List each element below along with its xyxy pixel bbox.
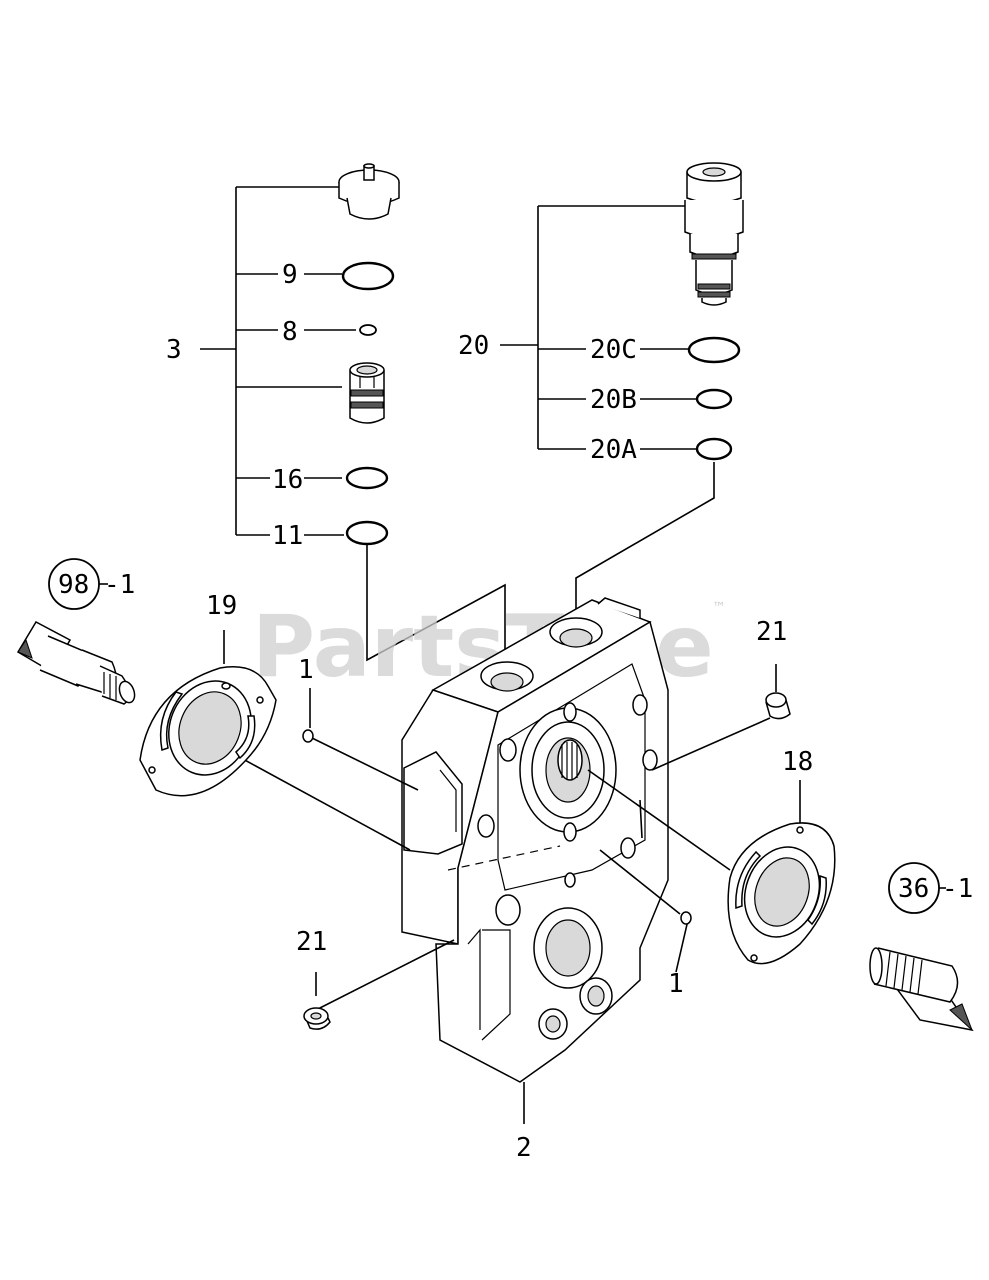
dowel-pin-1-left [302,729,314,743]
o-ring-8-part [359,324,377,336]
plug-21-left [303,1007,331,1030]
callout-11: 11 [272,521,303,551]
callout-1-right: 1 [668,969,684,999]
callout-36-suffix: -1 [942,874,973,904]
callout-9: 9 [282,260,298,290]
callout-20A: 20A [590,435,637,465]
plug-21-top [765,692,791,720]
callout-3: 3 [166,335,182,365]
callout-8: 8 [282,317,298,347]
callout-21-top: 21 [756,617,787,647]
callout-98-suffix: -1 [104,570,135,600]
callout-circle-98 [48,558,108,610]
callout-1-left: 1 [298,655,314,685]
o-ring-20B-part [695,388,733,410]
leader-lines [223,630,801,1124]
callout-20C: 20C [590,335,637,365]
dowel-pin-1-right [680,911,692,925]
valve-group-20 [500,162,744,612]
o-ring-16-part [345,466,389,490]
callout-98-ref: 98 [58,570,89,600]
trademark-symbol: ™ [712,600,726,616]
o-ring-20C-part [687,336,741,364]
callout-21-left: 21 [296,927,327,957]
cap-plug-part [338,163,400,220]
o-ring-11-part [345,520,389,546]
shaft-98-1 [16,621,136,705]
callout-2: 2 [516,1133,532,1163]
callout-circle-36 [888,862,946,914]
o-ring-9-part [341,261,395,291]
valve-spool-part [349,362,385,424]
thrust-plate-18 [727,822,836,965]
shaft-36-1 [869,947,974,1032]
relief-cartridge-part [684,162,744,306]
callout-36-ref: 36 [898,874,929,904]
o-ring-20A-part [695,437,733,461]
callout-16: 16 [272,465,303,495]
thrust-plate-19 [139,666,277,797]
callout-20B: 20B [590,385,637,415]
callout-18: 18 [782,747,813,777]
valve-housing-2 [401,597,669,1083]
callout-19: 19 [206,591,237,621]
callout-20: 20 [458,331,489,361]
valve-group-3 [200,163,506,662]
